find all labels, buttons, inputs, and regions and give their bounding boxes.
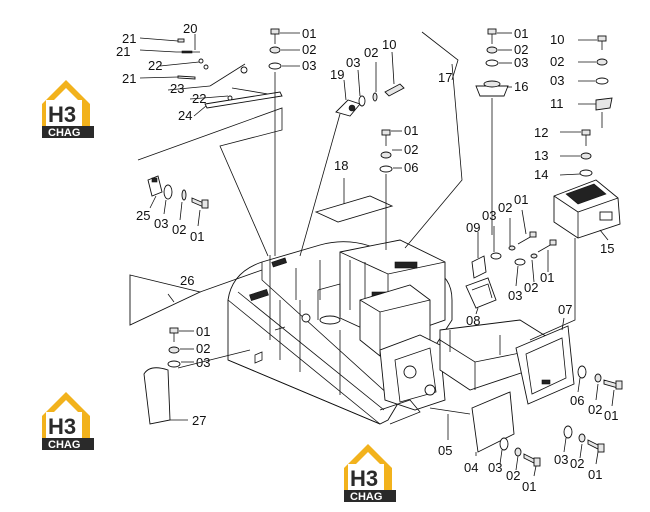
label-22: 22 (192, 91, 206, 106)
label-03: 03 (514, 55, 528, 70)
h3-logo-icon: H3 CHAG (42, 392, 94, 451)
label-02: 02 (172, 222, 186, 237)
svg-text:CHAG: CHAG (48, 127, 80, 139)
access-door-07 (515, 317, 623, 407)
label-04: 04 (464, 460, 478, 475)
label-27: 27 (192, 413, 206, 428)
fastener-stack-top-right (475, 28, 512, 235)
label-01: 01 (604, 408, 618, 423)
label-02: 02 (570, 456, 584, 471)
svg-text:H3: H3 (350, 466, 378, 491)
label-20: 20 (183, 21, 197, 36)
label-02: 02 (196, 341, 210, 356)
label-18: 18 (334, 158, 348, 173)
svg-text:H3: H3 (48, 102, 76, 127)
label-23: 23 (170, 81, 184, 96)
access-door-04 (429, 391, 605, 477)
svg-text:H3: H3 (48, 414, 76, 439)
label-03: 03 (196, 355, 210, 370)
label-01: 01 (190, 229, 204, 244)
label-12: 12 (534, 125, 548, 140)
h3-logo-icon: H3 CHAG (42, 80, 94, 139)
brand-logo-watermark: H3 CHAG (38, 388, 120, 452)
label-07: 07 (558, 302, 572, 317)
upper-structure-frame (227, 239, 561, 425)
label-01: 01 (302, 26, 316, 41)
label-24: 24 (178, 108, 192, 123)
label-15: 15 (600, 241, 614, 256)
cable-17 (404, 31, 463, 249)
label-01: 01 (196, 324, 210, 339)
label-03: 03 (554, 452, 568, 467)
fastener-stack-right (578, 35, 613, 128)
hinge-bracket-25 (147, 175, 209, 227)
label-10: 10 (382, 37, 396, 52)
label-11: 11 (550, 96, 564, 111)
brand-logo-watermark: H3 CHAG (38, 76, 120, 140)
side-cover-27 (143, 327, 251, 425)
label-22: 22 (148, 58, 162, 73)
label-26: 26 (180, 273, 194, 288)
label-03: 03 (550, 73, 564, 88)
fastener-stack-top-center (268, 28, 300, 256)
label-21: 21 (116, 44, 130, 59)
label-02: 02 (550, 54, 564, 69)
label-02: 02 (498, 200, 512, 215)
svg-text:CHAG: CHAG (48, 439, 80, 451)
svg-text:CHAG: CHAG (350, 491, 382, 503)
label-03: 03 (488, 460, 502, 475)
label-06: 06 (404, 160, 418, 175)
label-06: 06 (570, 393, 584, 408)
label-02: 02 (514, 42, 528, 57)
label-02: 02 (404, 142, 418, 157)
label-01: 01 (540, 270, 554, 285)
lever-assembly (137, 34, 283, 257)
label-02: 02 (364, 45, 378, 60)
label-03: 03 (154, 216, 168, 231)
hinge-bolt-assembly (299, 51, 405, 257)
label-09: 09 (466, 220, 480, 235)
label-21: 21 (122, 31, 136, 46)
brand-logo-watermark: H3 CHAG (340, 440, 422, 504)
label-17: 17 (438, 70, 452, 85)
label-01: 01 (514, 192, 528, 207)
label-03: 03 (346, 55, 360, 70)
label-03: 03 (482, 208, 496, 223)
label-01: 01 (522, 479, 536, 494)
cover-plate-18 (314, 129, 402, 250)
label-14: 14 (534, 167, 548, 182)
label-02: 02 (506, 468, 520, 483)
label-02: 02 (588, 402, 602, 417)
label-16: 16 (514, 79, 528, 94)
label-05: 05 (438, 443, 452, 458)
label-03: 03 (302, 58, 316, 73)
label-02: 02 (302, 42, 316, 57)
battery-cover-assembly (529, 129, 621, 341)
label-01: 01 (588, 467, 602, 482)
label-01: 01 (514, 26, 528, 41)
part-number-labels: 20 21 21 22 21 23 22 24 01 02 03 19 03 0… (116, 21, 618, 494)
warning-decal-26 (129, 269, 263, 326)
label-08: 08 (466, 313, 480, 328)
label-21: 21 (122, 71, 136, 86)
label-02: 02 (524, 280, 538, 295)
label-01: 01 (404, 123, 418, 138)
label-25: 25 (136, 208, 150, 223)
h3-logo-icon: H3 CHAG (344, 444, 396, 503)
label-19: 19 (330, 67, 344, 82)
label-10: 10 (550, 32, 564, 47)
label-03: 03 (508, 288, 522, 303)
bracket-09-08 (465, 209, 557, 315)
label-13: 13 (534, 148, 548, 163)
